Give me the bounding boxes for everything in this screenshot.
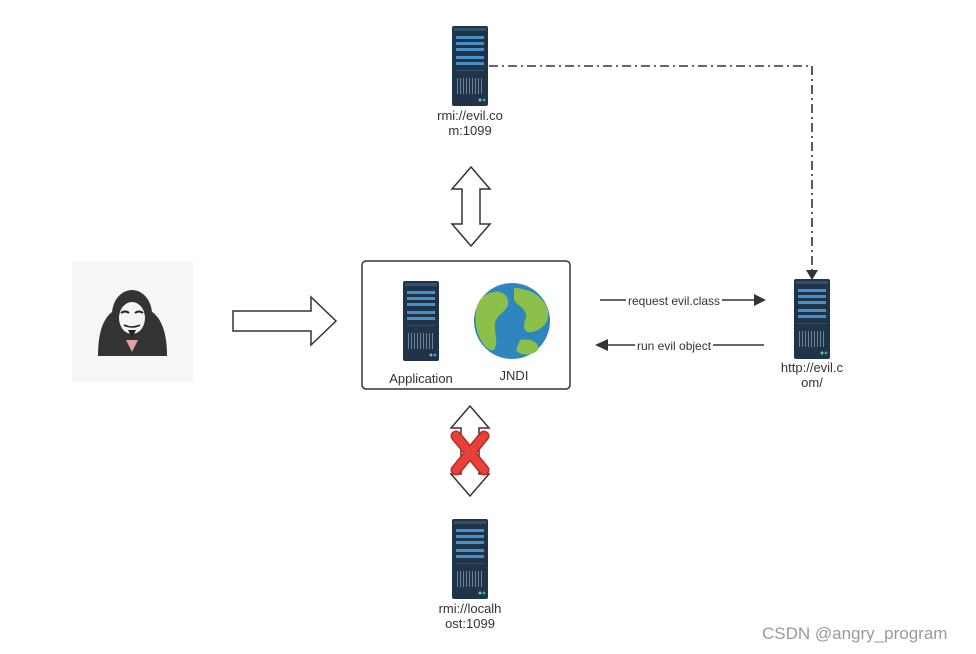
watermark: CSDN @angry_program	[762, 624, 948, 643]
run-edge-label: run evil object	[635, 339, 714, 353]
application-label: Application	[389, 371, 453, 386]
rmi-evil-label: rmi://evil.co m:1099	[437, 108, 503, 138]
request-edge-label: request evil.class	[626, 294, 723, 308]
red-x-icon	[450, 430, 490, 476]
server-rack-icon	[452, 519, 488, 599]
dashdot-link	[489, 65, 813, 271]
hooded-hacker-icon	[98, 290, 167, 356]
run-arrowhead	[595, 339, 608, 351]
rmi-local-label: rmi://localh ost:1099	[438, 601, 502, 631]
request-arrowhead	[754, 294, 766, 306]
jndi-label: JNDI	[499, 368, 529, 383]
double-arrow-top	[450, 165, 492, 248]
server-rack-icon	[403, 281, 439, 361]
http-evil-label: http://evil.c om/	[780, 360, 844, 390]
attack-arrow	[232, 295, 338, 347]
server-rack-icon	[452, 26, 488, 106]
globe-icon	[474, 283, 550, 359]
attacker-node	[72, 261, 193, 382]
server-rack-icon	[794, 279, 830, 359]
dashdot-arrowhead	[806, 270, 818, 280]
